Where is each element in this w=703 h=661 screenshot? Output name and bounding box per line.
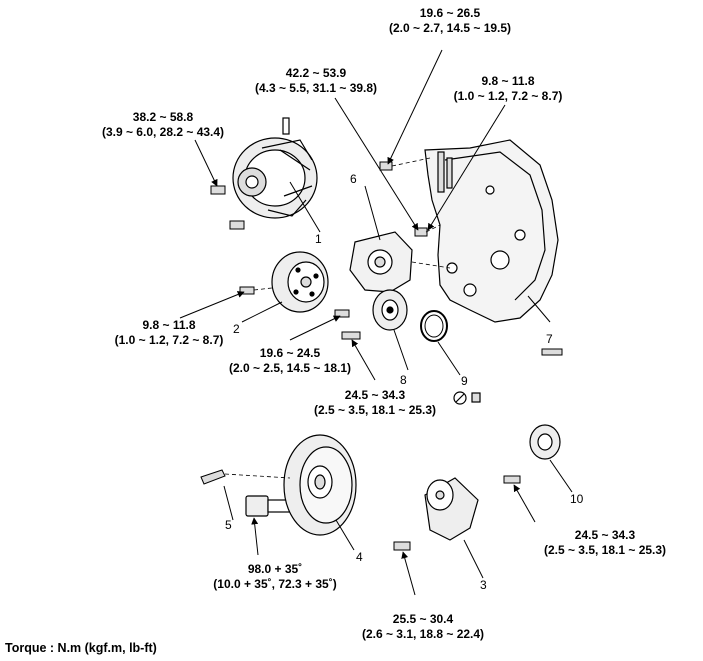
callout-2: 2 [233,322,240,336]
pulley-bolts [239,286,350,318]
torque-label-idler2: 24.5 ~ 34.3(2.5 ~ 3.5, 18.1 ~ 25.3) [543,528,667,557]
tensioner-bolt [393,541,411,551]
torque-units-footer: Torque : N.m (kgf.m, lb-ft) [5,641,157,655]
callout-7: 7 [546,332,553,346]
sealant-symbol [541,348,563,356]
auto-tensioner [424,477,479,541]
idler-bolt [341,331,361,340]
pump-bolts [379,161,428,237]
damper-pulley [283,434,357,536]
callout-9: 9 [461,374,468,388]
callout-6: 6 [350,172,357,186]
torque-label-pump: 19.6 ~ 24.5(2.0 ~ 2.5, 14.5 ~ 18.1) [228,346,352,375]
torque-label-top: 19.6 ~ 26.5(2.0 ~ 2.7, 14.5 ~ 19.5) [388,6,512,35]
callout-1: 1 [315,232,322,246]
oil-seal [420,310,448,342]
alternator-bolts [210,185,245,230]
torque-label-bolt6: 42.2 ~ 53.9(4.3 ~ 5.5, 31.1 ~ 39.8) [254,66,378,95]
callout-4: 4 [356,550,363,564]
callout-3: 3 [480,578,487,592]
leader-lines [179,49,573,596]
idler-pulley-2 [529,424,561,460]
callout-8: 8 [400,373,407,387]
water-pump [349,231,413,293]
woodruff-key [200,469,226,485]
torque-label-crank: 98.0 + 35˚(10.0 + 35˚, 72.3 + 35˚) [213,562,337,591]
no-reuse-symbol [453,391,481,405]
torque-label-pulley: 9.8 ~ 11.8(1.0 ~ 1.2, 7.2 ~ 8.7) [114,318,224,347]
torque-label-right: 9.8 ~ 11.8(1.0 ~ 1.2, 7.2 ~ 8.7) [453,74,563,103]
timing-chain-cover [424,139,559,323]
idler-bolt-2 [503,475,521,484]
torque-label-tensioner: 25.5 ~ 30.4(2.6 ~ 3.1, 18.8 ~ 22.4) [361,612,485,641]
callout-10: 10 [570,492,584,506]
alternator [232,117,318,219]
idler-pulley [372,289,408,331]
torque-label-idler: 24.5 ~ 34.3(2.5 ~ 3.5, 18.1 ~ 25.3) [313,388,437,417]
callout-5: 5 [225,518,232,532]
torque-label-alternator: 38.2 ~ 58.8(3.9 ~ 6.0, 28.2 ~ 43.4) [101,110,225,139]
water-pump-pulley [271,251,329,313]
